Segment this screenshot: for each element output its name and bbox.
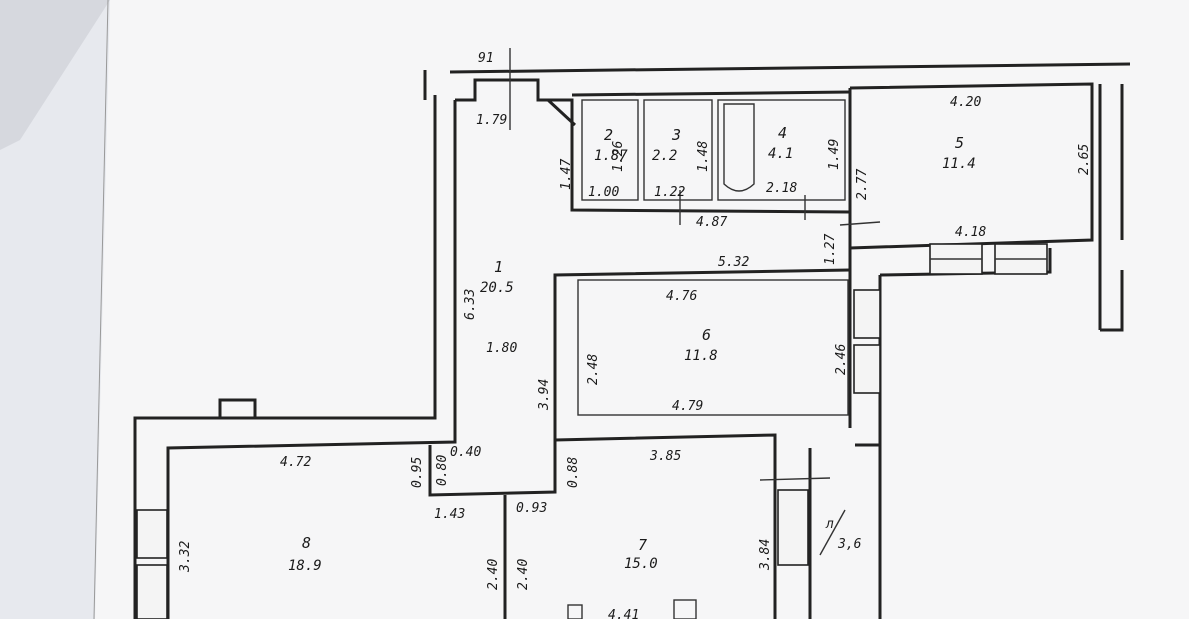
dim-label: 2.40	[486, 559, 501, 590]
fixture-icon	[673, 599, 697, 619]
paper-sheet	[95, 0, 1189, 619]
room-5-id: 5	[955, 134, 964, 152]
window	[853, 289, 881, 339]
dim-label: 1.48	[696, 141, 711, 172]
dim-label: 1.49	[827, 139, 842, 170]
dim-label: 6.33	[463, 289, 478, 320]
dim-label: 2.65	[1077, 144, 1092, 175]
room-4-outline	[717, 99, 846, 201]
dim-label: 0.40	[450, 445, 481, 460]
dim-label: 2.40	[516, 559, 531, 590]
dim-label: 4.18	[955, 225, 986, 240]
room-3-id: 3	[671, 126, 681, 144]
dim-label: 3.32	[178, 541, 193, 573]
room-4-id: 4	[778, 124, 787, 142]
dim-label: 4.20	[950, 95, 981, 110]
room-4-area: 4.1	[768, 146, 793, 162]
dim-label: 4.79	[672, 399, 703, 414]
dim-label: 5.32	[718, 255, 749, 270]
dim-label: 1.00	[588, 185, 619, 200]
wall-segment	[218, 398, 257, 418]
room-6-id: 6	[702, 326, 711, 344]
room-6-outline	[577, 279, 849, 416]
dim-label: 2.46	[834, 344, 849, 375]
wall-segment	[1100, 270, 1124, 332]
window	[777, 489, 809, 566]
wall-segment	[571, 90, 851, 97]
room-7-id: 7	[638, 536, 647, 554]
room-1-area: 20.5	[480, 280, 514, 296]
wall-segment	[553, 268, 851, 440]
dim-label: 4.87	[696, 215, 727, 230]
paper-curl	[0, 0, 110, 150]
dim-label: 0.93	[516, 501, 547, 516]
wall-segment	[166, 100, 457, 619]
dim-label: 1.79	[476, 113, 507, 128]
dim-label: 3.94	[537, 379, 552, 411]
window	[136, 509, 168, 559]
wall-segment	[455, 78, 851, 214]
room-2-outline	[581, 99, 639, 201]
stair-area: 3,6	[837, 537, 862, 552]
dim-label: 4.72	[280, 455, 311, 470]
dim-label: 3.84	[758, 539, 773, 571]
room-3-outline	[643, 99, 713, 201]
window	[853, 344, 881, 394]
leader-line	[839, 221, 881, 226]
dim-label: 4.76	[666, 289, 697, 304]
dim-label: 0.95	[410, 457, 425, 488]
dim-label: 1.43	[434, 507, 465, 522]
wall-segment	[449, 62, 1131, 74]
leader-line	[759, 477, 831, 481]
wall-segment	[554, 433, 777, 619]
dim-label: 1.80	[486, 341, 517, 356]
bathtub-icon	[723, 103, 755, 192]
fixture-icon	[567, 604, 583, 619]
room-6-area: 11.8	[684, 348, 718, 364]
wall-segment	[546, 98, 577, 127]
wall-segment	[428, 440, 557, 497]
sheet-label: 91	[478, 51, 494, 66]
room-2-id: 2	[604, 126, 613, 144]
dim-label: 2.18	[766, 181, 797, 196]
dim-label: 1.27	[823, 234, 838, 265]
dim-label: 1.26	[611, 141, 626, 172]
room-5-area: 11.4	[942, 156, 976, 172]
stair-diagonal	[819, 509, 846, 556]
room-1-id: 1	[494, 258, 503, 276]
dim-label: 0.88	[566, 457, 581, 488]
wall-segment	[133, 95, 437, 619]
room-8-id: 8	[302, 534, 311, 552]
room-8-area: 18.9	[288, 558, 322, 574]
dim-label: 0.80	[435, 455, 450, 486]
room-2-area: 1.87	[594, 148, 628, 164]
dim-label: 1.22	[654, 185, 685, 200]
dim-label: 4.41	[608, 608, 639, 619]
dim-label: 2.48	[586, 354, 601, 385]
stair-label: л	[825, 517, 834, 532]
dim-label: 2.77	[855, 169, 870, 200]
dim-label: 1.47	[559, 159, 574, 190]
dim-label: 3.85	[649, 449, 681, 464]
room-7-area: 15.0	[624, 556, 658, 572]
window	[136, 564, 168, 619]
margin-line	[93, 0, 109, 619]
room-3-area: 2.2	[652, 148, 677, 164]
